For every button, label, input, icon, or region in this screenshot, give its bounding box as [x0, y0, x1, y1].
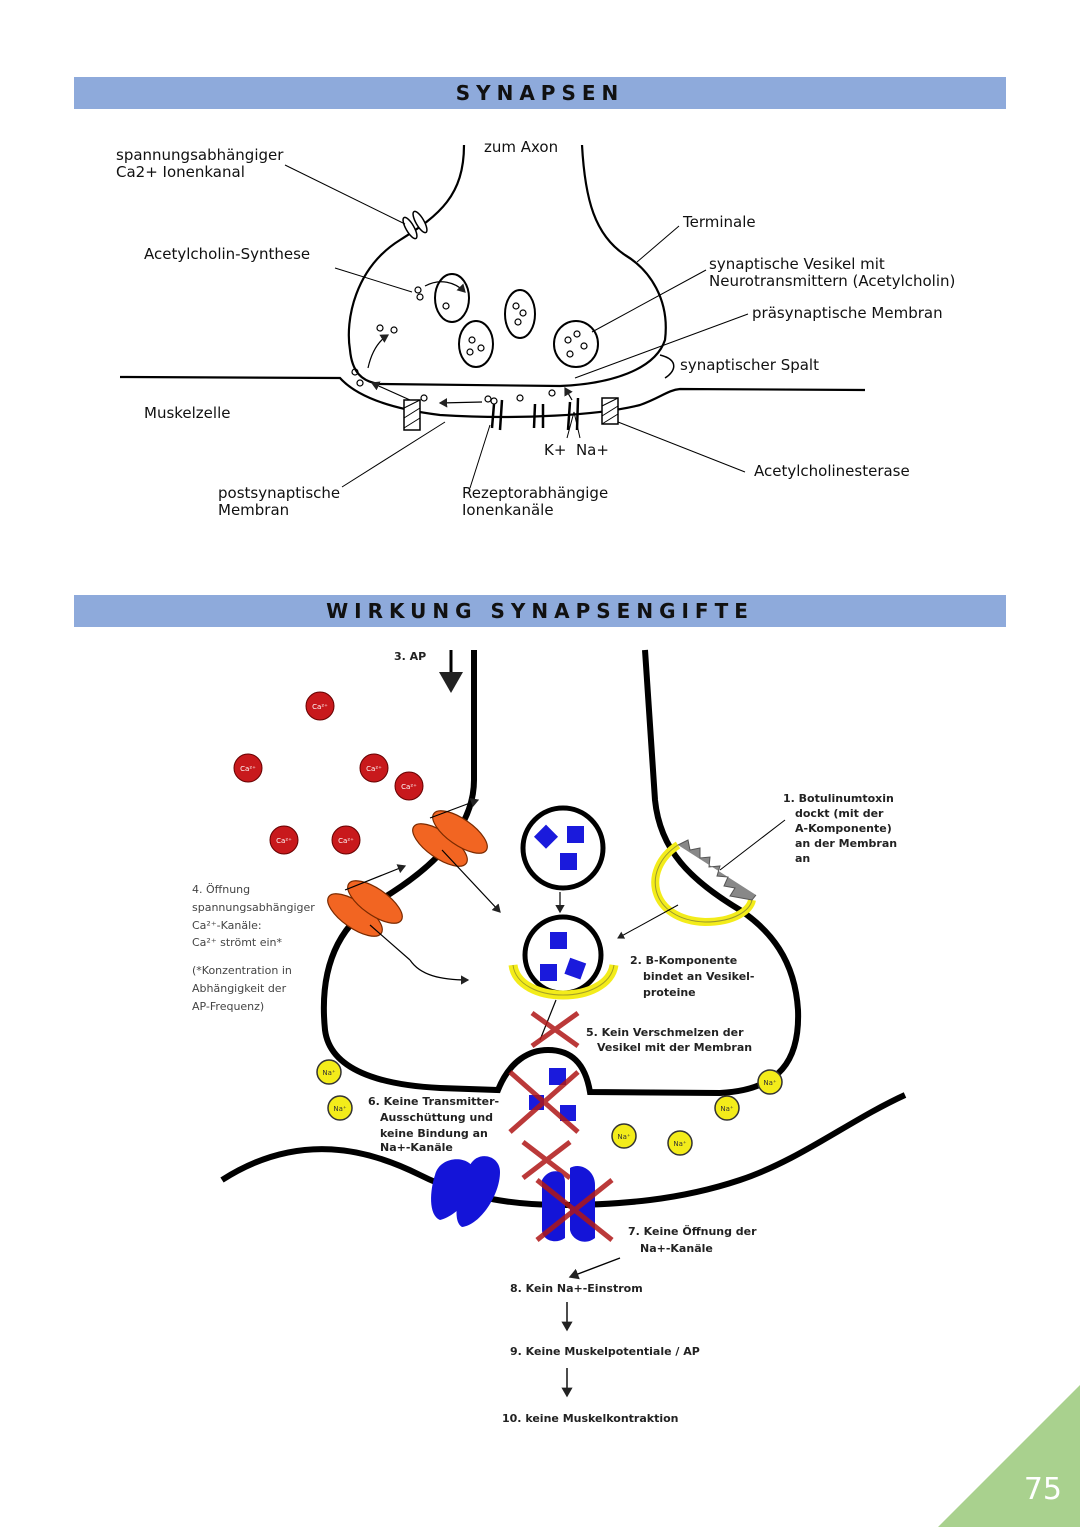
section-title-synapsen: SYNAPSEN: [74, 77, 1006, 109]
label-postsynaptic: postsynaptische: [218, 484, 340, 502]
svg-text:Ca²⁺: Ca²⁺: [366, 765, 382, 773]
sodium-channel-icon: [431, 1156, 595, 1242]
step-1-label: 1. Botulinumtoxin dockt (mit der A-Kompo…: [783, 792, 897, 865]
step-6-label: 6. Keine Transmitter- Ausschüttung und k…: [368, 1095, 499, 1154]
svg-text:dockt (mit der: dockt (mit der: [795, 807, 884, 820]
label-cleft: synaptischer Spalt: [680, 356, 819, 374]
page-corner: [938, 1385, 1080, 1527]
calcium-ion-icon: Ca²⁺ Ca²⁺ Ca²⁺ Ca²⁺ Ca²⁺ Ca²⁺: [233, 691, 424, 855]
label-vesicle-2: Neurotransmittern (Acetylcholin): [709, 272, 955, 290]
page-number: 75: [1023, 1472, 1062, 1507]
svg-text:keine Bindung an: keine Bindung an: [380, 1127, 488, 1140]
step-2-label: 2. B-Komponente bindet an Vesikel- prote…: [630, 954, 755, 999]
step-10-label: 10. keine Muskelkontraktion: [502, 1412, 679, 1425]
svg-text:Vesikel mit der Membran: Vesikel mit der Membran: [597, 1041, 752, 1054]
step-7-label: 7. Keine Öffnung der Na+-Kanäle: [628, 1224, 757, 1255]
label-axon: zum Axon: [484, 138, 558, 156]
synapse-diagram: spannungsabhängiger Ca2+ Ionenkanal zum …: [116, 138, 955, 519]
svg-text:proteine: proteine: [643, 986, 696, 999]
svg-text:6. Keine Transmitter-: 6. Keine Transmitter-: [368, 1095, 499, 1108]
svg-text:5. Kein Verschmelzen der: 5. Kein Verschmelzen der: [586, 1026, 744, 1039]
calcium-channel-icon: [402, 210, 428, 240]
label-muscle: Muskelzelle: [144, 404, 230, 422]
label-terminal: Terminale: [682, 213, 756, 231]
vesicle-bound-icon: [508, 914, 619, 1000]
no-release-cross-icon: [508, 1070, 580, 1180]
svg-text:Ca²⁺: Ca²⁺: [338, 837, 354, 845]
label-synthesis: Acetylcholin-Synthese: [144, 245, 310, 263]
svg-text:Na⁺: Na⁺: [763, 1079, 777, 1087]
svg-text:Ca²⁺ strömt ein*: Ca²⁺ strömt ein*: [192, 936, 283, 949]
acetylcholinesterase-icon: [403, 397, 619, 431]
calcium-channel-icon-2: [327, 810, 488, 937]
vesicle-icon-2: [520, 805, 606, 914]
svg-text:Ca²⁺: Ca²⁺: [240, 765, 256, 773]
label-postsynaptic-2: Membran: [218, 501, 289, 519]
step-9-label: 9. Keine Muskelpotentiale / AP: [510, 1345, 700, 1358]
svg-text:Na⁺: Na⁺: [673, 1140, 687, 1148]
svg-text:AP-Frequenz): AP-Frequenz): [192, 1000, 264, 1013]
section-title-synapsengifte: WIRKUNG SYNAPSENGIFTE: [74, 595, 1006, 627]
label-k-na: K+ Na+: [544, 441, 609, 459]
vesicle-icon: [351, 273, 599, 408]
step-5-label: 5. Kein Verschmelzen der Vesikel mit der…: [586, 1026, 752, 1054]
svg-text:Na⁺: Na⁺: [322, 1069, 336, 1077]
svg-text:bindet an Vesikel-: bindet an Vesikel-: [643, 970, 755, 983]
leader-lines: [284, 164, 749, 489]
svg-text:Ca²⁺: Ca²⁺: [312, 703, 328, 711]
svg-text:1. Botulinumtoxin: 1. Botulinumtoxin: [783, 792, 894, 805]
no-fusion-cross-icon: [530, 999, 580, 1049]
label-vesicle: synaptische Vesikel mit: [709, 255, 885, 273]
label-receptor: Rezeptorabhängige: [462, 484, 608, 502]
toxin-diagram: 3. AP Ca²⁺ Ca²⁺ Ca²⁺ Ca²⁺ Ca²⁺ Ca²⁺: [192, 649, 907, 1425]
terminal-outline: [347, 144, 667, 388]
no-opening-cross-icon: [535, 1178, 614, 1242]
label-ap: 3. AP: [394, 650, 426, 663]
label-receptor-2: Ionenkanäle: [462, 501, 554, 519]
svg-text:Na⁺: Na⁺: [617, 1133, 631, 1141]
svg-text:spannungsabhängiger: spannungsabhängiger: [192, 901, 315, 914]
svg-text:Ausschüttung und: Ausschüttung und: [380, 1111, 493, 1124]
botulinum-toxin-icon: [617, 819, 786, 939]
cascade-arrows: [561, 1257, 621, 1398]
svg-text:Abhängigkeit der: Abhängigkeit der: [192, 982, 287, 995]
sodium-ion-icon: Na⁺ Na⁺ Na⁺ Na⁺ Na⁺ Na⁺: [316, 1059, 783, 1156]
svg-text:an der Membran: an der Membran: [795, 837, 897, 850]
step-8-label: 8. Kein Na+-Einstrom: [510, 1282, 643, 1295]
label-channel-2: Ca2+ Ionenkanal: [116, 163, 245, 181]
svg-text:Na⁺: Na⁺: [720, 1105, 734, 1113]
svg-text:Na⁺: Na⁺: [333, 1105, 347, 1113]
label-esterase: Acetylcholinesterase: [754, 462, 910, 480]
svg-text:(*Konzentration in: (*Konzentration in: [192, 964, 292, 977]
label-channel: spannungsabhängiger: [116, 146, 284, 164]
svg-text:Ca²⁺: Ca²⁺: [276, 837, 292, 845]
svg-text:4. Öffnung: 4. Öffnung: [192, 883, 250, 896]
svg-text:7. Keine Öffnung der: 7. Keine Öffnung der: [628, 1224, 757, 1238]
svg-text:Ca²⁺: Ca²⁺: [401, 783, 417, 791]
svg-text:2. B-Komponente: 2. B-Komponente: [630, 954, 737, 967]
label-presynaptic: präsynaptische Membran: [752, 304, 943, 322]
svg-text:Na+-Kanäle: Na+-Kanäle: [380, 1141, 453, 1154]
svg-text:Ca²⁺-Kanäle:: Ca²⁺-Kanäle:: [192, 919, 262, 932]
svg-text:Na+-Kanäle: Na+-Kanäle: [640, 1242, 713, 1255]
step-4-label: 4. Öffnung spannungsabhängiger Ca²⁺-Kanä…: [192, 883, 315, 1013]
svg-text:an: an: [795, 852, 810, 865]
svg-text:A-Komponente): A-Komponente): [795, 822, 892, 835]
